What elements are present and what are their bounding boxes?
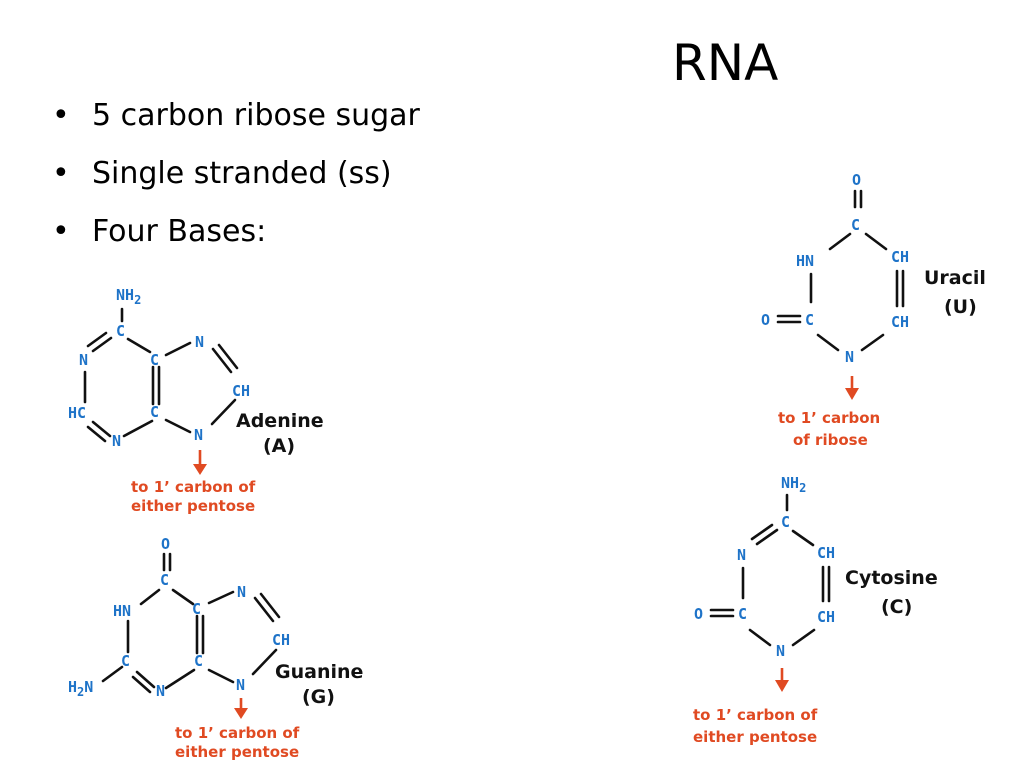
arrow-down-icon (775, 680, 789, 692)
base-symbol: (U) (944, 296, 977, 318)
atom-label: C (781, 513, 790, 531)
atom-label: O (161, 535, 170, 553)
bullet-item: Single stranded (ss) (52, 154, 420, 212)
atom-label: CH (891, 313, 909, 331)
atom-label: HC (68, 404, 86, 422)
atom-label: N (237, 583, 246, 601)
arrow-down-icon (234, 708, 248, 719)
atom-label: C (160, 571, 169, 589)
attachment-note: to 1’ carbon (778, 409, 880, 427)
atom-label: C (121, 652, 130, 670)
atom-label: HN (796, 252, 814, 270)
arrow-down-icon (193, 464, 207, 475)
atom-label: CH (891, 248, 909, 266)
atom-label: C (738, 605, 747, 623)
attachment-note: to 1’ carbon of (175, 724, 300, 742)
atom-label: CH (817, 544, 835, 562)
attachment-note: either pentose (131, 497, 255, 515)
bullet-item: 5 carbon ribose sugar (52, 96, 420, 154)
guanine-structure: O C HN C N CH C H2N N C N Guanine (G) to… (68, 535, 363, 761)
base-name: Uracil (924, 267, 986, 289)
base-symbol: (A) (263, 435, 295, 457)
atom-label: HN (113, 602, 131, 620)
atom-label: N (79, 351, 88, 369)
base-symbol: (C) (881, 596, 912, 618)
atom-label: N (845, 348, 854, 366)
attachment-note: to 1’ carbon of (693, 706, 818, 724)
arrow-down-icon (845, 388, 859, 400)
base-name: Cytosine (845, 567, 938, 589)
atom-label: CH (817, 608, 835, 626)
atom-label: N (776, 642, 785, 660)
atom-label: C (192, 600, 201, 618)
atom-label: O (761, 311, 770, 329)
attachment-note: either pentose (175, 743, 299, 761)
attachment-note: either pentose (693, 728, 817, 746)
atom-label: C (116, 322, 125, 340)
atom-label: CH (232, 382, 250, 400)
atom-label: N (156, 682, 165, 700)
attachment-note: to 1’ carbon of (131, 478, 256, 496)
atom-label: C (150, 351, 159, 369)
atom-label: H2N (68, 678, 93, 699)
base-name: Guanine (275, 661, 363, 683)
atom-label: C (150, 403, 159, 421)
atom-label: C (851, 216, 860, 234)
bullet-item: Four Bases: (52, 212, 420, 270)
atom-label: O (694, 605, 703, 623)
atom-label: C (805, 311, 814, 329)
atom-label: N (195, 333, 204, 351)
atom-label: O (852, 171, 861, 189)
atom-label: NH2 (781, 474, 806, 495)
atom-label: C (194, 652, 203, 670)
atom-label: CH (272, 631, 290, 649)
atom-label: NH2 (116, 286, 141, 307)
base-symbol: (G) (302, 686, 335, 708)
atom-label: N (194, 426, 203, 444)
atom-label: N (112, 432, 121, 450)
attachment-note: of ribose (793, 431, 868, 449)
atom-label: N (737, 546, 746, 564)
bullet-list: 5 carbon ribose sugar Single stranded (s… (52, 96, 420, 270)
cytosine-structure: NH2 C N CH O C CH N Cytosine (C) to 1’ c… (693, 474, 938, 746)
base-name: Adenine (236, 410, 324, 432)
uracil-structure: O C HN CH O C CH N Uracil (U) to 1’ carb… (761, 171, 986, 449)
atom-label: N (236, 676, 245, 694)
slide-title: RNA (672, 34, 779, 92)
adenine-structure: NH2 C N C N CH HC C N N Adenine (A) to 1… (68, 286, 324, 515)
